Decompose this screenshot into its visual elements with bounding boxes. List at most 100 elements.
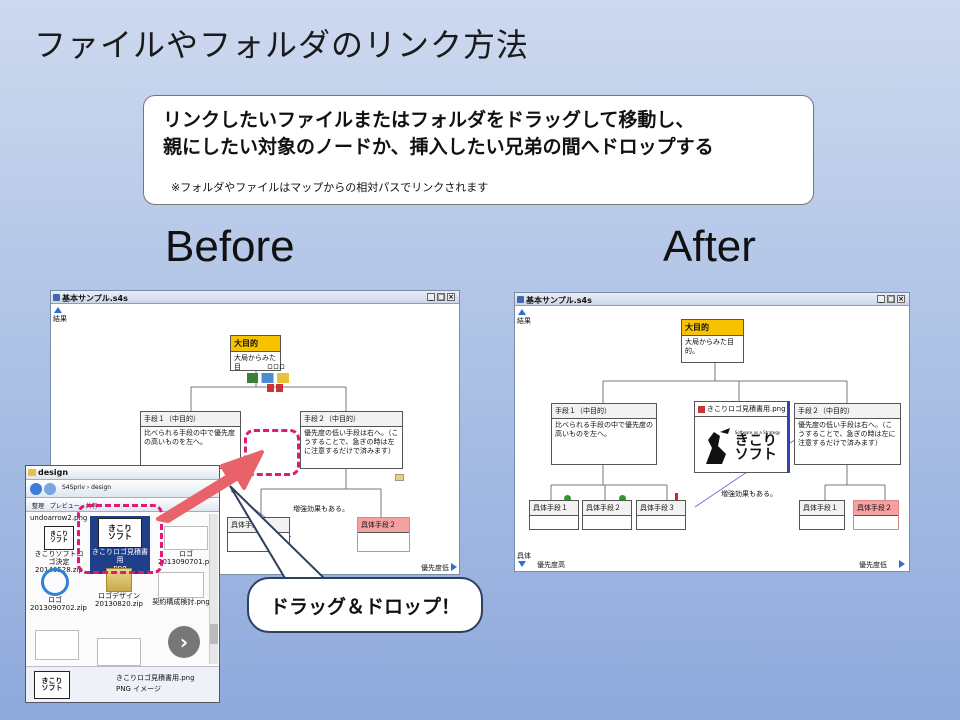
slide-title: ファイルやフォルダのリンク方法 <box>34 26 530 64</box>
concrete2-node[interactable]: 具体手段２ <box>582 500 632 530</box>
means2-node[interactable]: 手段２（中目的） 優先度の低い手段は右へ。（こうすることで、急ぎの時は左に注意す… <box>794 403 901 465</box>
concrete2-node[interactable]: 具体手段２ <box>357 517 410 552</box>
folder-icon <box>28 469 36 476</box>
before-heading: Before <box>165 222 295 271</box>
concrete3-node[interactable]: 具体手段３ <box>636 500 686 530</box>
scrollbar[interactable] <box>209 514 218 664</box>
means1-head: 手段１（中目的） <box>552 404 656 419</box>
node-toolbar-2[interactable] <box>267 384 283 392</box>
kikori-thumb: きこりソフト <box>34 671 70 699</box>
after-heading: After <box>663 222 756 271</box>
concrete1-head: 具体手段１ <box>530 501 578 516</box>
goal-node[interactable]: 大目的 大局からみた目 <box>230 335 281 371</box>
means2-head: 手段２（中目的） <box>301 412 402 427</box>
window-title: 基本サンプル.s4s <box>526 296 592 305</box>
file-tile[interactable] <box>92 638 146 666</box>
means1-head: 手段１（中目的） <box>141 412 240 427</box>
arrow-up-icon[interactable] <box>54 307 62 313</box>
concrete3-head: 具体手段３ <box>637 501 685 516</box>
close-icon[interactable]: × <box>447 293 455 301</box>
window-title: 基本サンプル.s4s <box>62 294 128 303</box>
concrete1-head: 具体手段１ <box>228 518 289 533</box>
window-titlebar: 基本サンプル.s4s _ □ × <box>51 291 459 304</box>
means2-body: 優先度の低い手段は右へ。（こうすることで、急ぎの時は左に注意するだけで済みます） <box>798 421 896 447</box>
maximize-icon[interactable]: □ <box>887 295 895 303</box>
after-connectors <box>550 363 886 508</box>
window-titlebar: 基本サンプル.s4s _ □ × <box>515 293 909 306</box>
concrete1b-node[interactable]: 具体手段１ <box>799 500 845 530</box>
kikori-logo-image: Software as a Strategy きこり ソフト <box>700 420 782 472</box>
arrow-down-icon[interactable] <box>518 561 526 567</box>
file-icon <box>698 405 705 413</box>
minimize-icon[interactable]: _ <box>877 295 885 303</box>
goal-node-head: 大目的 <box>231 336 280 352</box>
back-icon[interactable] <box>30 483 42 495</box>
concrete2b-node[interactable]: 具体手段２ <box>853 500 899 530</box>
woodcutter-icon <box>705 428 730 464</box>
arrow-up-icon[interactable] <box>518 309 526 315</box>
concrete1-node[interactable]: 具体手段１ <box>529 500 579 530</box>
check-icon <box>564 495 571 502</box>
file-tile[interactable] <box>32 630 82 660</box>
means1-node[interactable]: 手段１（中目的） 比べられる手段の中で優先度の高いものを左へ。 <box>140 411 241 469</box>
logo-line-2: ソフト <box>734 446 777 463</box>
explorer-window: design S4Spriv › design 整理 プレビュー 共有 undo… <box>25 465 220 703</box>
organize-button[interactable]: 整理 <box>32 503 45 510</box>
kikori-thumb: きこりソフト <box>98 518 142 548</box>
means2-node[interactable]: 手段２（中目的） 優先度の低い手段は右へ。（こうすることで、急ぎの時は左に注意す… <box>300 411 403 469</box>
forward-icon[interactable] <box>44 483 56 495</box>
warning-icon <box>675 493 678 501</box>
means2-body: 優先度の低い手段は右へ。（こうすることで、急ぎの時は左に注意するだけで済みます） <box>304 429 399 455</box>
file-tile-selected[interactable]: きこりソフト きこりロゴ見積書用 png <box>90 516 150 574</box>
concrete1-node[interactable]: 具体手段１ <box>227 517 290 552</box>
chevron-right-icon: › <box>168 626 200 658</box>
check-icon <box>619 495 626 502</box>
status-filename: きこりロゴ見積書用.png <box>116 674 195 682</box>
file-tile[interactable]: › <box>162 626 206 658</box>
concrete2-head: 具体手段２ <box>583 501 631 516</box>
path-breadcrumb[interactable]: S4Spriv › design <box>62 484 112 491</box>
file-tile[interactable]: undoarrow2.png <box>30 514 88 522</box>
drop-target-highlight <box>244 429 300 476</box>
concrete2b-head: 具体手段２ <box>854 501 898 516</box>
means1-node[interactable]: 手段１（中目的） 比べられる手段の中で優先度の高いものを左へ。 <box>551 403 657 465</box>
drag-source-highlight <box>77 504 163 574</box>
preview-button[interactable]: プレビュー <box>49 503 80 510</box>
file-tile[interactable]: 契約構成検討.png <box>152 572 210 606</box>
priority-low-label: 優先度低 <box>421 564 449 572</box>
effect-label: 増強効果もある。 <box>721 490 777 498</box>
goal-node[interactable]: 大目的 大局からみた目的。 <box>681 319 744 363</box>
file-tile[interactable]: ロゴ 2013090701.png <box>158 526 218 566</box>
priority-high-label: 優先度高 <box>537 561 565 569</box>
node-toolbar[interactable] <box>247 373 307 383</box>
details-pane: きこりソフト きこりロゴ見積書用.png PNG イメージ <box>26 666 219 702</box>
close-icon[interactable]: × <box>897 295 905 303</box>
means1-body: 比べられる手段の中で優先度の高いものを左へ。 <box>144 429 235 446</box>
file-tile[interactable]: ロゴデザイン 20130820.zip <box>92 568 146 608</box>
instruction-note: ※フォルダやファイルはマップからの相対パスでリンクされます <box>171 181 489 194</box>
goal-node-body: 大局からみた目的。 <box>685 338 734 355</box>
arrow-right-icon[interactable] <box>451 563 457 571</box>
top-label: 結果 <box>517 317 531 325</box>
explorer-titlebar: design <box>26 466 219 480</box>
note-icon[interactable] <box>395 474 404 481</box>
kikori-thumb: きこりソフト <box>44 526 74 550</box>
priority-low-label: 優先度低 <box>859 561 887 569</box>
goal-node-head: 大目的 <box>682 320 743 336</box>
minimize-icon[interactable]: _ <box>427 293 435 301</box>
ie-icon <box>41 568 69 596</box>
linked-file-head: きこりロゴ見積書用.png <box>695 402 787 417</box>
linked-file-node[interactable]: きこりロゴ見積書用.png Software as a Strategy きこり… <box>694 401 790 473</box>
concrete2-head: 具体手段２ <box>358 518 409 533</box>
window-icon <box>53 294 60 301</box>
maximize-icon[interactable]: □ <box>437 293 445 301</box>
bubble-tail-mask <box>280 585 322 591</box>
goal-node-body: 大局からみた目 <box>234 354 276 371</box>
explorer-address-bar: S4Spriv › design <box>26 480 219 498</box>
status-filetype: PNG イメージ <box>116 685 161 693</box>
arrow-right-icon[interactable] <box>899 560 905 568</box>
means2-head: 手段２（中目的） <box>795 404 900 419</box>
bottom-left-label: 具体 <box>517 552 531 560</box>
instruction-callout: リンクしたいファイルまたはフォルダをドラッグして移動し、 親にしたい対象のノード… <box>143 95 814 205</box>
file-tile[interactable]: ロゴ 2013090702.zip <box>30 568 87 612</box>
